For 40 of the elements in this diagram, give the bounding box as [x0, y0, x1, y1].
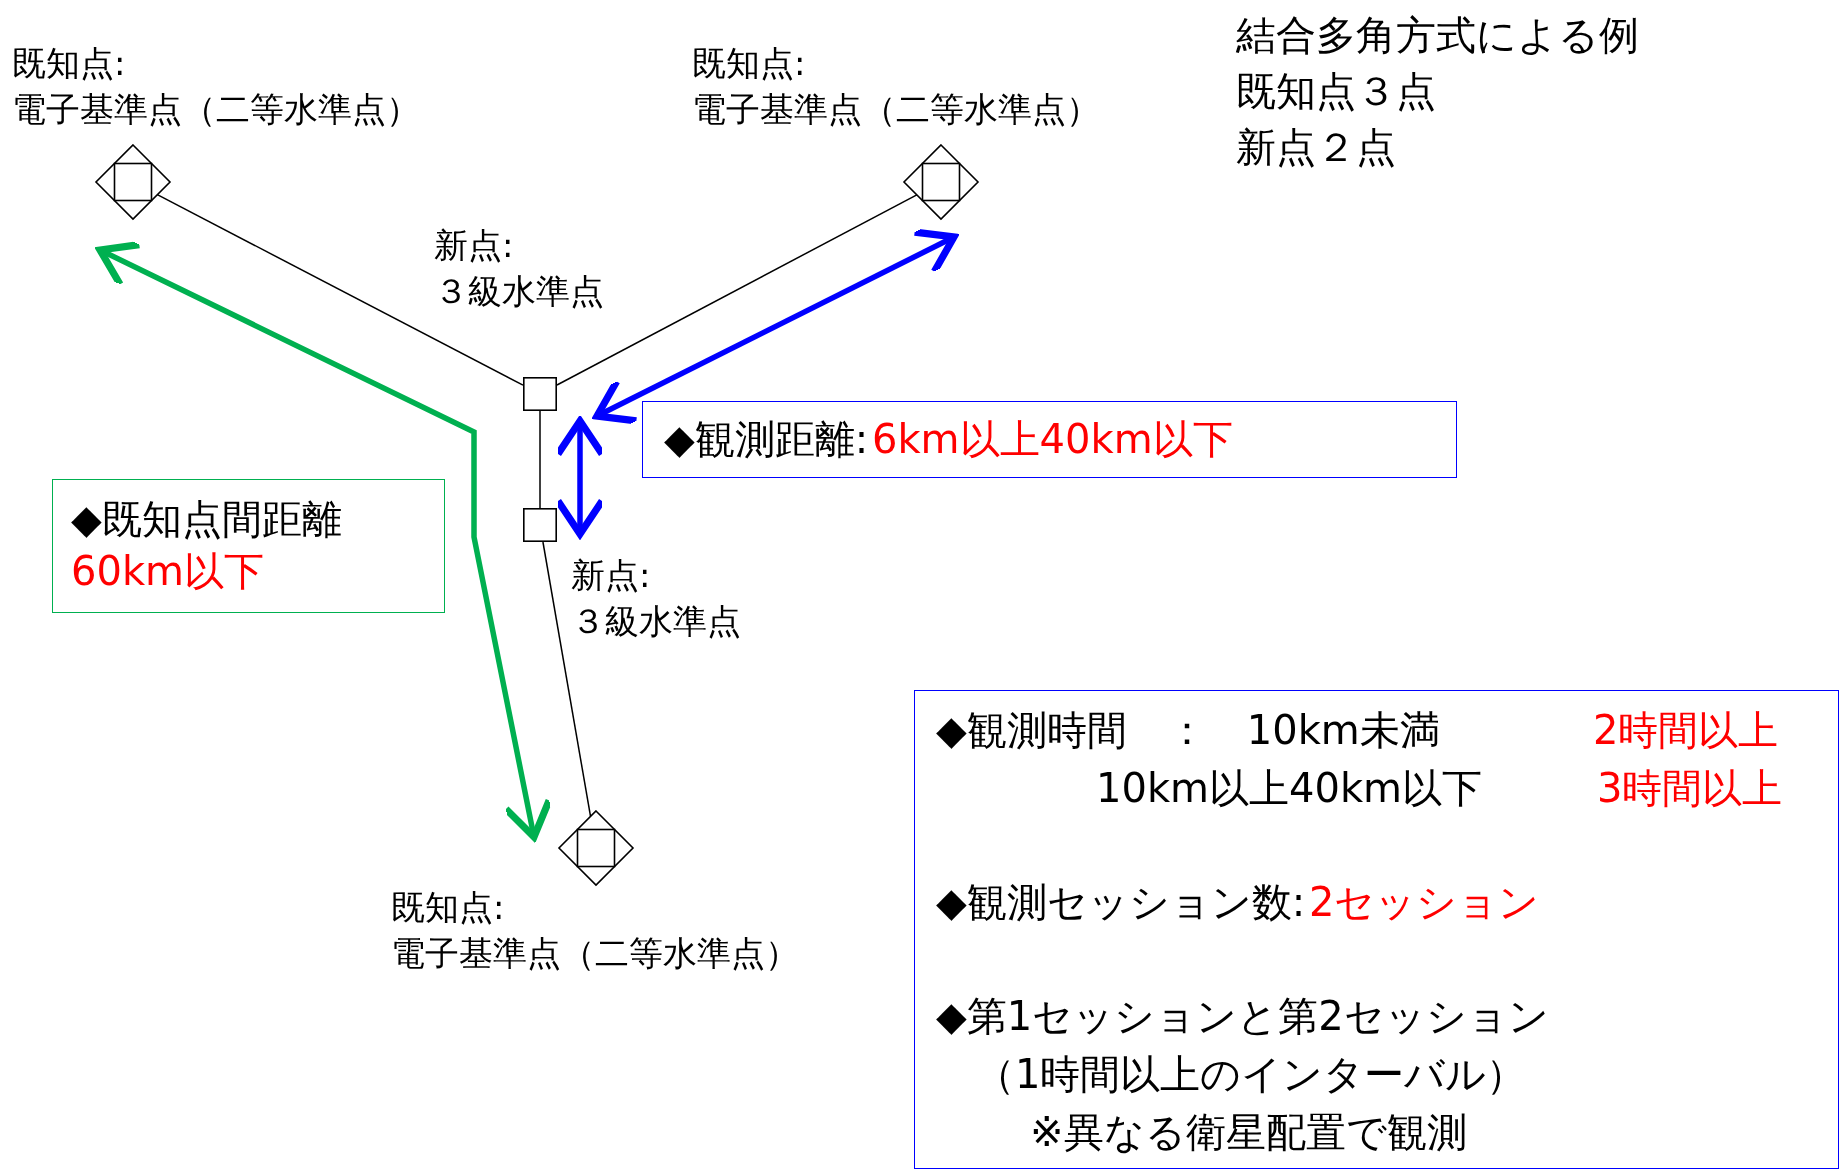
benchmark-symbol	[96, 145, 170, 219]
benchmark-symbol	[904, 145, 978, 219]
callout-text: 6km以上40km以下	[872, 415, 1233, 464]
note-text: 2時間以上	[1593, 706, 1779, 755]
note-text: 新点２点	[1236, 123, 1396, 172]
note-text: 3時間以上	[1597, 764, 1783, 813]
title: 結合多角方式による例	[1236, 11, 1639, 60]
point-label: 電子基準点（二等水準点）	[391, 932, 799, 975]
callout-text: ◆既知点間距離	[71, 495, 342, 544]
distance-arrow	[593, 228, 958, 425]
note-text: 既知点３点	[1236, 67, 1436, 116]
note-text: （1時間以上のインターバル）	[975, 1050, 1527, 1099]
note-text: 2セッション	[1309, 878, 1540, 927]
point-label: 電子基準点（二等水準点）	[12, 88, 420, 131]
callout-box	[642, 401, 1457, 478]
point-label: 既知点:	[692, 42, 806, 85]
distance-arrow	[96, 241, 553, 841]
callout-text: 60km以下	[71, 547, 265, 596]
point-label: 既知点:	[12, 42, 126, 85]
callout-text: ◆観測距離:	[664, 415, 869, 464]
survey-line	[556, 194, 918, 386]
note-text: ◆観測時間 ： 10km未満	[936, 706, 1440, 755]
survey-line	[156, 193, 524, 386]
note-text: ◆第1セッションと第2セッション	[936, 992, 1549, 1041]
callout-box	[52, 479, 445, 613]
new-point-square	[523, 508, 557, 542]
note-text: ◆観測セッション数:	[936, 878, 1306, 927]
point-label: ３級水準点	[434, 270, 604, 313]
point-label: 新点:	[434, 224, 514, 267]
survey-line	[539, 410, 541, 509]
new-point-square	[523, 377, 557, 411]
point-label: 新点:	[571, 554, 651, 597]
note-text: 10km以上40km以下	[1096, 764, 1483, 813]
survey-line	[542, 541, 592, 818]
point-label: ３級水準点	[571, 600, 741, 643]
note-box	[914, 690, 1839, 1169]
point-label: 電子基準点（二等水準点）	[692, 88, 1100, 131]
note-text: ※異なる衛星配置で観測	[1030, 1108, 1467, 1157]
point-label: 既知点:	[391, 886, 505, 929]
benchmark-symbol	[559, 811, 633, 885]
